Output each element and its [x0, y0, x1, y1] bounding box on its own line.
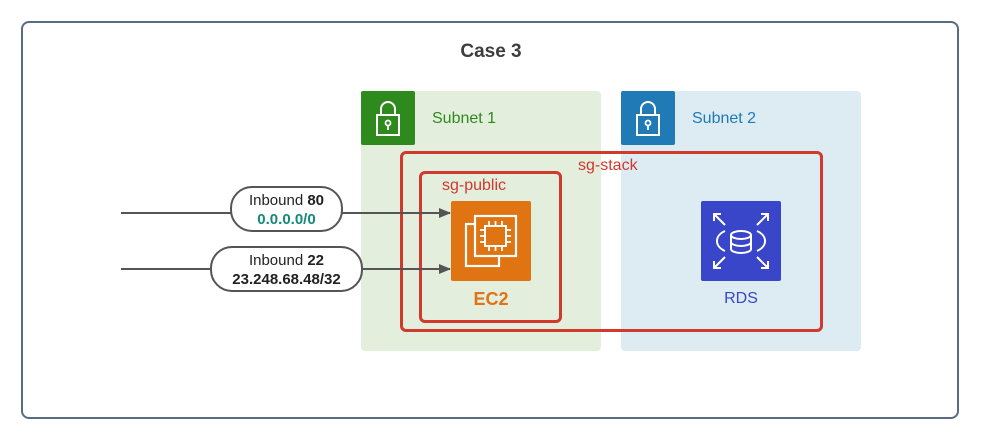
inbound-prefix: Inbound — [248, 252, 308, 269]
sg-stack-label: sg-stack — [578, 157, 638, 174]
subnet-2-label: Subnet 2 — [692, 110, 757, 127]
subnet-1-label: Subnet 1 — [432, 110, 497, 127]
inbound-rule-80: Inbound 80 0.0.0.0/0 — [230, 186, 343, 232]
sg-public-label: sg-public — [442, 177, 507, 194]
inbound-rule-22: Inbound 22 23.248.68.48/32 — [210, 246, 363, 292]
sg-public-boundary — [419, 171, 562, 323]
rds-label: RDS — [724, 290, 758, 307]
inbound-cidr: 0.0.0.0/0 — [257, 211, 316, 228]
diagram-frame — [21, 21, 959, 419]
rds-database-icon — [701, 201, 781, 281]
lock-icon — [361, 91, 415, 145]
ec2-chip-icon — [451, 201, 531, 281]
inbound-prefix: Inbound — [248, 192, 308, 209]
inbound-cidr: 23.248.68.48/32 — [232, 271, 341, 288]
inbound-port: 22 — [307, 252, 325, 269]
inbound-port: 80 — [307, 192, 325, 209]
lock-icon — [621, 91, 675, 145]
ec2-label: EC2 — [473, 289, 509, 309]
sg-stack-boundary — [400, 151, 823, 332]
diagram-title: Case 3 — [460, 41, 522, 62]
